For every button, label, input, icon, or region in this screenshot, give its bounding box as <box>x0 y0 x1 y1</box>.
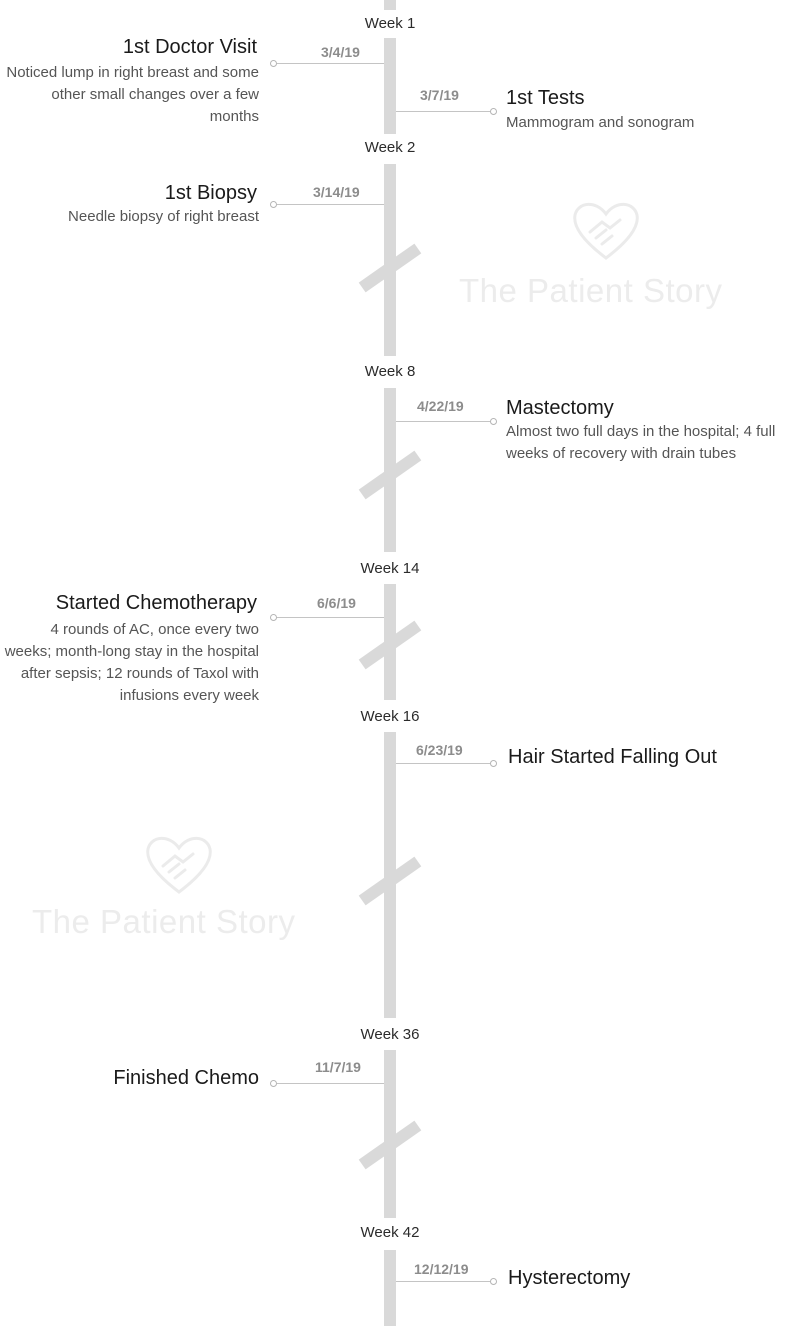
event-dot <box>270 60 277 67</box>
event-description: 4 rounds of AC, once every two weeks; mo… <box>4 621 259 704</box>
event-date: 3/14/19 <box>313 184 360 200</box>
event-dot <box>270 201 277 208</box>
event-title: Hysterectomy <box>508 1267 631 1289</box>
event-connector <box>277 204 384 205</box>
event-title: Started Chemotherapy <box>55 592 257 614</box>
event-title: 1st Biopsy <box>164 182 257 204</box>
event-title: Hair Started Falling Out <box>508 746 717 768</box>
event-description: Noticed lump in right breast and some ot… <box>6 64 259 125</box>
event-dot <box>270 614 277 621</box>
event-connector <box>396 421 490 422</box>
event-title: 1st Doctor Visit <box>122 36 257 58</box>
event-date: 3/4/19 <box>321 44 360 60</box>
timeline-spine-segment <box>384 1050 396 1218</box>
event-description: Mammogram and sonogram <box>506 114 695 131</box>
event-connector <box>396 111 490 112</box>
event-date: 12/12/19 <box>414 1261 469 1277</box>
heart-handshake-icon <box>573 202 639 260</box>
event-date: 11/7/19 <box>315 1059 361 1075</box>
event-description: Almost two full days in the hospital; 4 … <box>506 423 776 462</box>
event-description: Needle biopsy of right breast <box>68 208 259 225</box>
timeline-spine-segment <box>384 0 396 10</box>
event-connector <box>277 63 384 64</box>
event-connector <box>277 1083 384 1084</box>
event-date: 3/7/19 <box>420 87 459 103</box>
event-date: 4/22/19 <box>417 398 464 414</box>
event-title: Finished Chemo <box>113 1067 259 1089</box>
week-label: Week 42 <box>360 1224 420 1241</box>
watermark-text: The Patient Story <box>32 903 296 940</box>
event-dot <box>490 760 497 767</box>
event-connector <box>396 1281 490 1282</box>
event-dot <box>490 108 497 115</box>
event-connector <box>396 763 490 764</box>
watermark-text: The Patient Story <box>459 272 723 309</box>
week-label: Week 1 <box>364 15 416 32</box>
event-title: Mastectomy <box>506 397 614 419</box>
timeline-spine-segment <box>384 38 396 134</box>
timeline-spine-segment <box>384 1250 396 1326</box>
event-date: 6/6/19 <box>317 595 356 611</box>
event-date: 6/23/19 <box>416 742 463 758</box>
week-label: Week 2 <box>364 139 416 156</box>
event-connector <box>277 617 384 618</box>
event-dot <box>490 418 497 425</box>
heart-handshake-icon <box>146 836 212 894</box>
week-label: Week 16 <box>360 708 420 725</box>
event-dot <box>490 1278 497 1285</box>
event-title: 1st Tests <box>506 87 585 109</box>
week-label: Week 14 <box>360 560 420 577</box>
event-dot <box>270 1080 277 1087</box>
week-label: Week 8 <box>364 363 416 380</box>
week-label: Week 36 <box>360 1026 420 1043</box>
